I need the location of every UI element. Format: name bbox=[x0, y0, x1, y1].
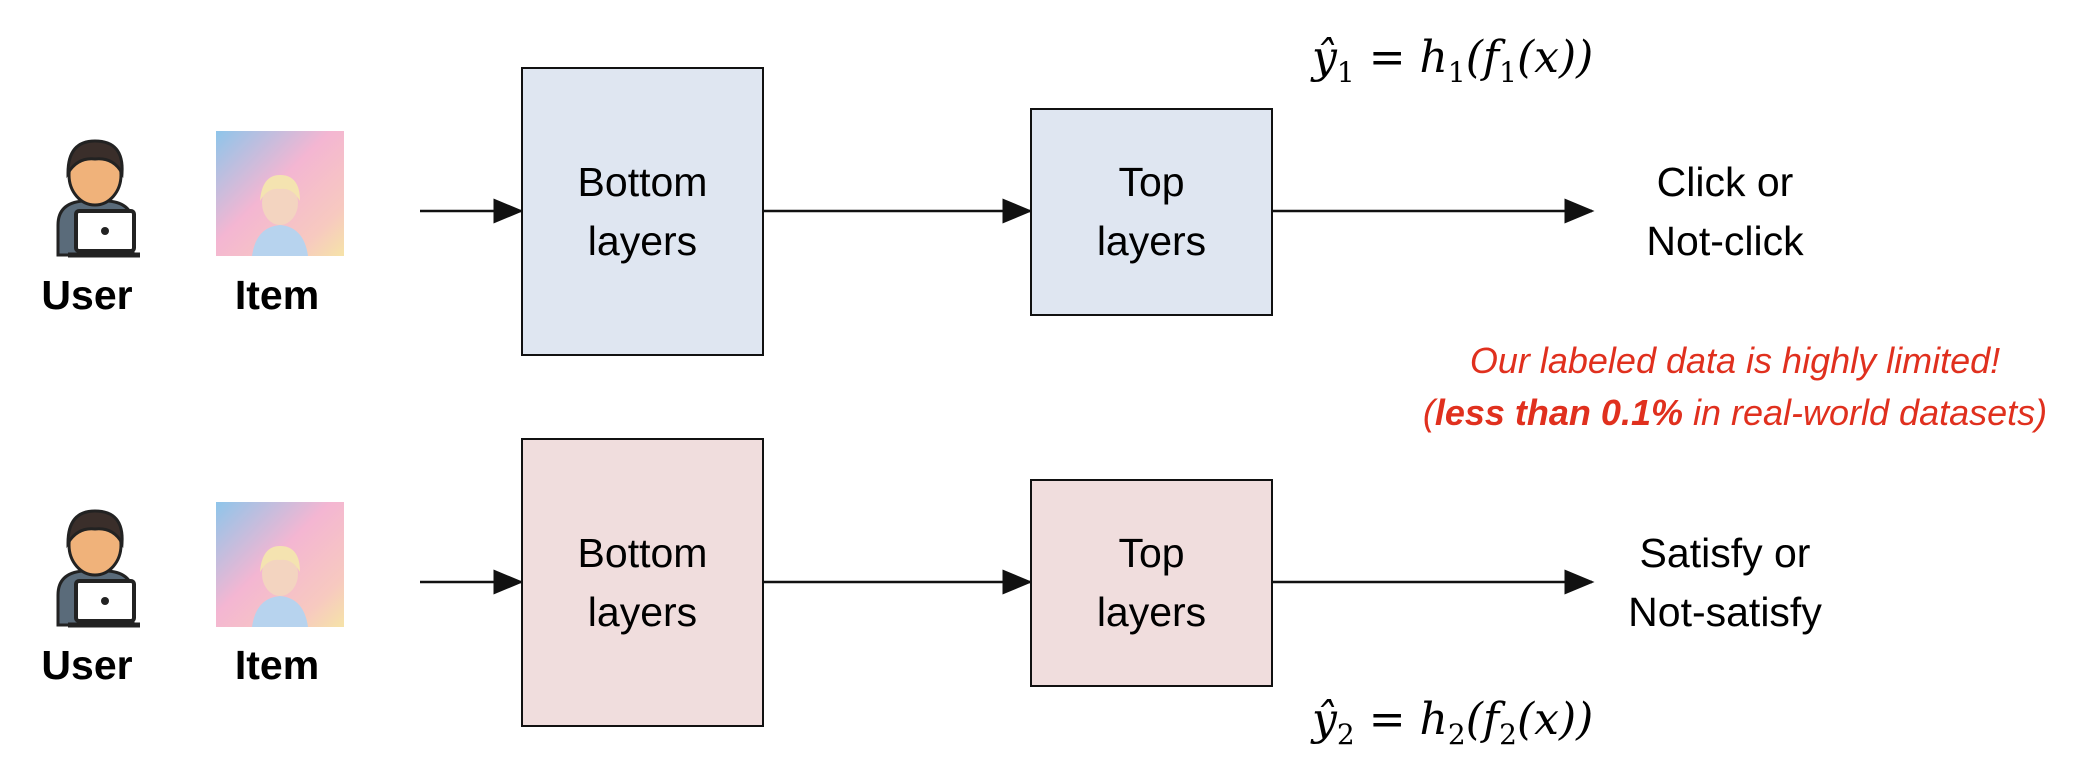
item-label-row2: Item bbox=[234, 642, 320, 688]
bottom-layers-line2: layers bbox=[587, 588, 698, 635]
album-cover-image bbox=[216, 502, 344, 627]
bottom-layers-box-row1: Bottom layers bbox=[521, 67, 764, 356]
output-line2: Not-satisfy bbox=[1628, 588, 1822, 635]
item-label-row1: Item bbox=[234, 272, 320, 318]
bottom-layers-box-row2: Bottom layers bbox=[521, 438, 764, 727]
user-at-laptop-icon bbox=[56, 139, 140, 258]
output-label-row2: Satisfy or Not-satisfy bbox=[1590, 524, 1860, 641]
top-layers-line1: Top bbox=[1118, 530, 1185, 577]
bottom-layers-line1: Bottom bbox=[577, 529, 708, 576]
output-label-row1: Click or Not-click bbox=[1590, 153, 1860, 270]
limited-data-note: Our labeled data is highly limited! (les… bbox=[1395, 335, 2075, 439]
top-layers-line2: layers bbox=[1096, 589, 1207, 635]
album-cover-image bbox=[216, 131, 344, 256]
top-layers-line1: Top bbox=[1118, 159, 1185, 206]
user-label-row2: User bbox=[41, 642, 133, 688]
output-line2: Not-click bbox=[1646, 217, 1804, 264]
top-layers-box-row1: Top layers bbox=[1030, 108, 1273, 316]
top-layers-line2: layers bbox=[1096, 218, 1207, 264]
output-line1: Satisfy or bbox=[1639, 530, 1811, 576]
output-line1: Click or bbox=[1656, 159, 1794, 205]
note-line1: Our labeled data is highly limited! bbox=[1469, 340, 2001, 381]
formula-row2: ŷ2 = h2(f2(x)) bbox=[1312, 694, 1594, 751]
note-line2: (less than 0.1% in real-world datasets) bbox=[1422, 392, 2048, 434]
top-layers-box-row2: Top layers bbox=[1030, 479, 1273, 687]
bottom-layers-line2: layers bbox=[587, 217, 698, 264]
user-label-row1: User bbox=[41, 272, 133, 318]
bottom-layers-line1: Bottom bbox=[577, 158, 708, 205]
formula-row1: ŷ1 = h1(f1(x)) bbox=[1312, 32, 1594, 89]
user-at-laptop-icon bbox=[56, 509, 140, 628]
